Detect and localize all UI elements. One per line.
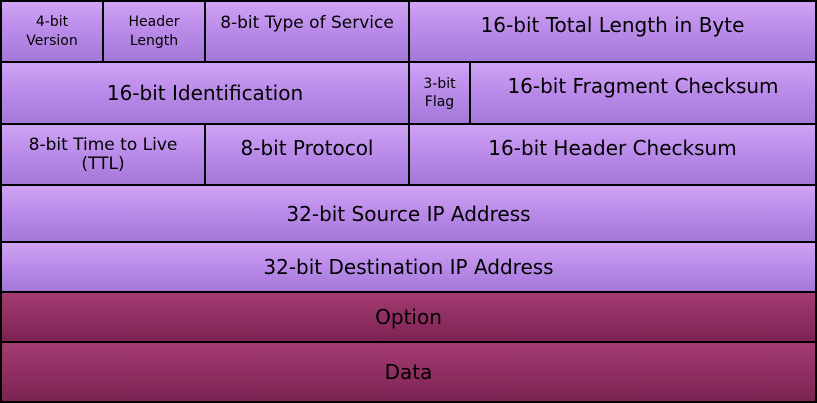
- header-checksum-field: 16-bit Header Checksum: [408, 123, 817, 186]
- header-length-field: Header Length: [102, 0, 206, 63]
- ttl-label: 8-bit Time to Live (TTL): [28, 134, 178, 174]
- option-field: Option: [0, 291, 817, 343]
- fragment-checksum-field: 16-bit Fragment Checksum: [469, 61, 817, 125]
- flag-field: 3-bit Flag: [408, 61, 471, 125]
- header-length-label: Header Length: [128, 14, 180, 49]
- fragment-checksum-label: 16-bit Fragment Checksum: [507, 74, 779, 98]
- protocol-label: 8-bit Protocol: [240, 136, 374, 160]
- data-field: Data: [0, 341, 817, 403]
- destination-ip-label: 32-bit Destination IP Address: [263, 255, 554, 279]
- header-checksum-label: 16-bit Header Checksum: [488, 136, 737, 160]
- source-ip-label: 32-bit Source IP Address: [286, 201, 531, 226]
- total-length-field: 16-bit Total Length in Byte: [408, 0, 817, 63]
- source-ip-field: 32-bit Source IP Address: [0, 184, 817, 243]
- data-label: Data: [384, 360, 433, 384]
- destination-ip-field: 32-bit Destination IP Address: [0, 241, 817, 293]
- type-of-service-label: 8-bit Type of Service: [220, 13, 394, 33]
- version-label: 4-bit Version: [26, 14, 78, 49]
- protocol-field: 8-bit Protocol: [204, 123, 410, 186]
- flag-label: 3-bit Flag: [423, 75, 456, 110]
- option-label: Option: [375, 305, 442, 329]
- version-field: 4-bit Version: [0, 0, 104, 63]
- type-of-service-field: 8-bit Type of Service: [204, 0, 410, 63]
- identification-label: 16-bit Identification: [106, 81, 304, 105]
- identification-field: 16-bit Identification: [0, 61, 410, 125]
- total-length-label: 16-bit Total Length in Byte: [480, 13, 745, 37]
- ttl-field: 8-bit Time to Live (TTL): [0, 123, 206, 186]
